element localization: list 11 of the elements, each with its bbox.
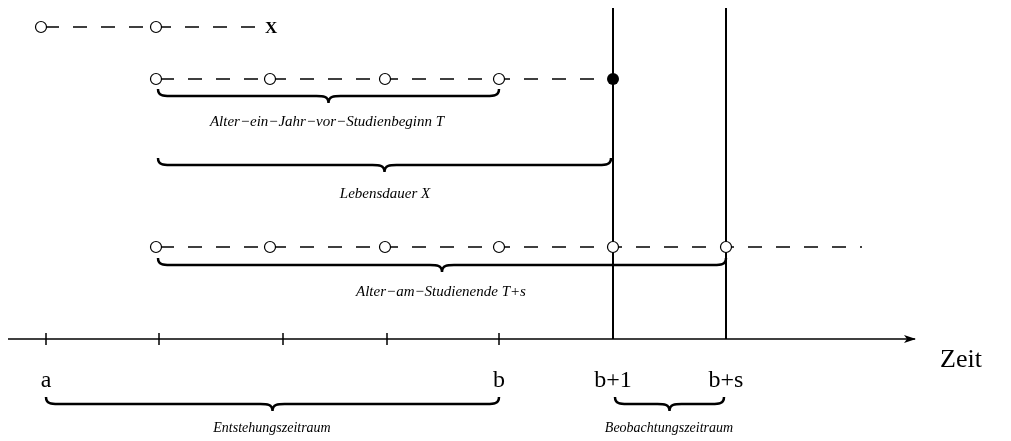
brace-label: Lebensdauer X (339, 186, 431, 201)
brace-label: Alter−am−Studienende T+s (356, 284, 526, 299)
tick-label: b+s (708, 367, 744, 391)
end-label: X (265, 19, 278, 36)
brace-label: Beobachtungszeitraum (604, 421, 734, 435)
tick-label: a (40, 367, 52, 391)
brace-label: Entstehungszeitraum (213, 421, 331, 435)
tick-label: b+1 (594, 367, 632, 391)
brace-label: Alter−ein−Jahr−vor−Studienbeginn T (209, 114, 445, 129)
axis-label: Zeit (940, 346, 982, 372)
tick-label: b (493, 367, 505, 391)
